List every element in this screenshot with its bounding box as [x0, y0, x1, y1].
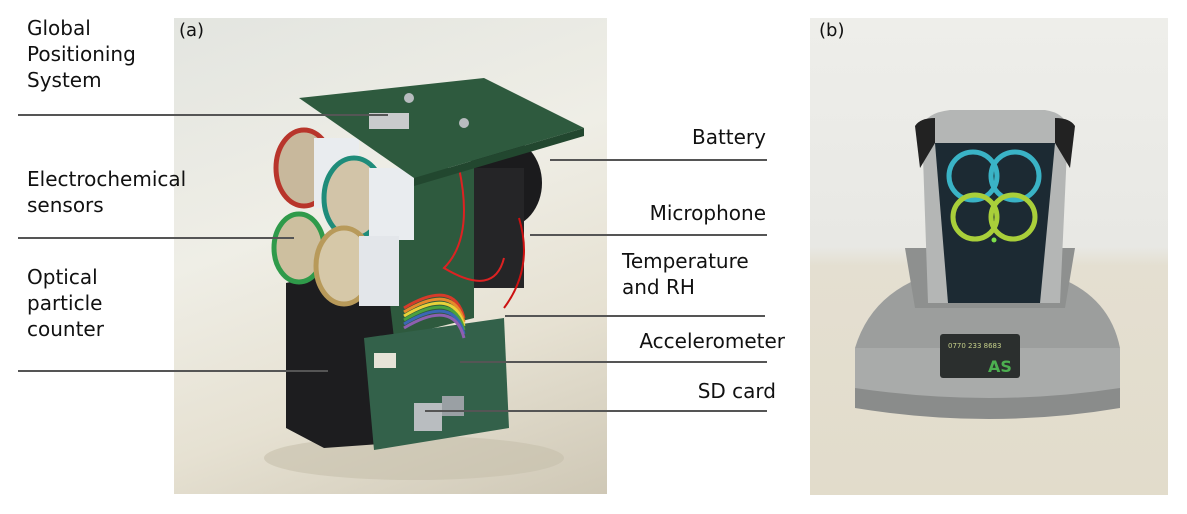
leader-line-opc	[18, 370, 328, 372]
leader-line-sd-card	[425, 410, 767, 412]
label-optical-particle-counter: Optical particle counter	[27, 265, 104, 341]
logo-rings	[946, 149, 1042, 243]
leader-line-electrochemical	[18, 237, 294, 239]
label-temperature-rh: Temperature and RH	[622, 249, 749, 299]
leader-line-battery	[550, 159, 767, 161]
label-microphone: Microphone	[649, 201, 766, 225]
sensor-cans	[271, 127, 414, 307]
label-accelerometer: Accelerometer	[639, 329, 785, 353]
photo-sensor-unit: (a)	[174, 18, 607, 494]
photo-device-dock: 0770 233 8683 AS (b)	[810, 18, 1168, 495]
leader-line-microphone	[530, 234, 767, 236]
dock-phone-number: 0770 233 8683	[948, 342, 1001, 350]
ribbon-cable	[403, 293, 466, 339]
leader-line-accelerometer	[460, 361, 767, 363]
label-gps: Global Positioning System	[27, 16, 136, 92]
panel-b-tag: (b)	[819, 20, 845, 41]
panel-a-tag: (a)	[179, 20, 205, 41]
label-electrochemical-sensors: Electrochemical sensors	[27, 167, 187, 217]
device-dock-illustration: 0770 233 8683 AS	[855, 110, 1120, 419]
leader-line-temperature	[505, 315, 765, 317]
leader-line-gps	[18, 114, 388, 116]
label-battery: Battery	[691, 125, 766, 149]
sensor-unit-illustration	[264, 78, 584, 480]
label-sd-card: SD card	[697, 379, 776, 403]
dock-logo: AS	[988, 357, 1012, 376]
